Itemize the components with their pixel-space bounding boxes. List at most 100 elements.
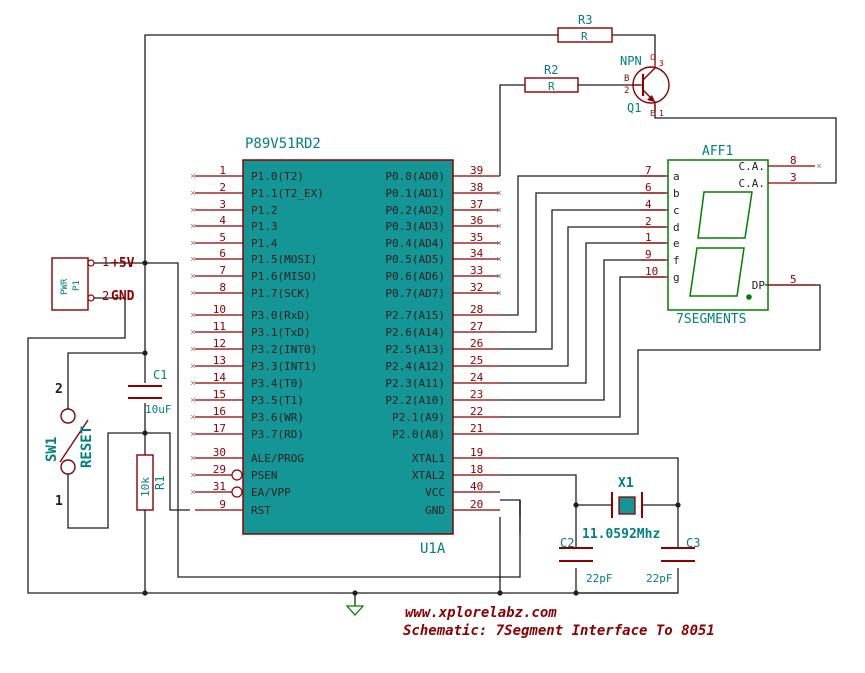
- mcu-pin-name: P0.2(AD2): [385, 204, 445, 217]
- wire-vcc-top: [144, 34, 558, 263]
- inverted-pin-icon: [231, 486, 243, 498]
- display-pin-name: d: [673, 221, 680, 234]
- mcu-pin-number: 38: [470, 181, 483, 194]
- mcu-pin-name: P0.3(AD3): [385, 220, 445, 233]
- mcu-pin-number: 21: [470, 422, 483, 435]
- mcu-pin-name: P3.7(RD): [251, 428, 304, 441]
- resistor-r1-value: 10k: [139, 477, 152, 497]
- resistor-r3-ref: R3: [578, 13, 592, 27]
- mcu-pin-number: 4: [219, 214, 226, 227]
- no-connect-icon: ×: [190, 271, 196, 282]
- no-connect-icon: ×: [190, 171, 196, 182]
- mcu-pin-number: 22: [470, 405, 483, 418]
- resistor-r3-value: R: [581, 30, 588, 43]
- mcu-part-name: P89V51RD2: [245, 136, 321, 152]
- mcu-pin-number: 25: [470, 354, 483, 367]
- display-pin-name: C.A.: [739, 177, 766, 190]
- capacitor-c3-ref: C3: [686, 536, 700, 550]
- switch-value: RESET: [79, 426, 95, 468]
- mcu-pin-name: P3.4(T0): [251, 377, 304, 390]
- mcu-pin-number: 19: [470, 446, 483, 459]
- mcu-pin-number: 36: [470, 214, 483, 227]
- transistor-arrow-icon: [647, 95, 655, 102]
- mcu-pin-number: 8: [219, 281, 226, 294]
- mcu-pin-name: P2.0(A8): [392, 428, 445, 441]
- resistor-r2-body: [524, 77, 579, 93]
- transistor-pin-c-name: C: [650, 53, 655, 62]
- mcu-pin-name: XTAL1: [412, 452, 445, 465]
- junction-dot: [675, 502, 681, 508]
- power-connector-body: [51, 257, 89, 311]
- junction-dot: [573, 502, 579, 508]
- mcu-pin-name: ALE/PROG: [251, 452, 304, 465]
- capacitor-c2: [559, 547, 593, 562]
- mcu-pin-name: GND: [425, 504, 445, 517]
- transistor-pin-e-name: E: [650, 109, 655, 118]
- mcu-pin-number: 24: [470, 371, 484, 384]
- capacitor-c2-ref: C2: [560, 536, 574, 550]
- capacitor-c1-value: 10uF: [145, 403, 172, 416]
- mcu-pin-name: P0.7(AD7): [385, 287, 445, 300]
- no-connect-icon: ×: [496, 188, 502, 199]
- display-body: [667, 159, 769, 311]
- mcu-pin-name: P0.1(AD1): [385, 187, 445, 200]
- transistor-pin-b-name: B: [624, 74, 629, 84]
- resistor-r3-body: [557, 27, 613, 43]
- no-connect-icon: ×: [496, 254, 502, 265]
- mcu-pin-number: 5: [219, 231, 226, 244]
- mcu-pin-name: P1.7(SCK): [251, 287, 311, 300]
- inverted-pin-icon: [231, 469, 243, 481]
- crystal-body-icon: [618, 496, 636, 515]
- mcu-pin-name: P1.4: [251, 237, 278, 250]
- wire-r3-collector: [612, 34, 656, 60]
- crystal-x1: X1 11.0592Mhz: [582, 476, 660, 542]
- display-pin-name: e: [673, 237, 680, 250]
- mcu-pin-number: 10: [213, 303, 226, 316]
- mcu-pin-number: 13: [213, 354, 226, 367]
- mcu-pin-name: P2.4(A12): [385, 360, 445, 373]
- junction-dot: [497, 590, 503, 596]
- mcu-pin-number: 26: [470, 337, 483, 350]
- no-connect-icon: ×: [190, 470, 196, 481]
- no-connect-icon: ×: [496, 205, 502, 216]
- transistor-value: NPN: [620, 54, 642, 68]
- no-connect-icon: ×: [190, 205, 196, 216]
- power-pin2-icon: [87, 294, 95, 302]
- no-connect-icon: ×: [190, 254, 196, 265]
- mcu-pin-number: 35: [470, 231, 483, 244]
- junction-dot: [573, 590, 579, 596]
- wire-seg-b: [500, 192, 665, 333]
- mcu-pin-name: P2.2(A10): [385, 394, 445, 407]
- switch-pin2-num: 2: [55, 382, 63, 397]
- mcu-pin-number: 11: [213, 320, 226, 333]
- display-pin-name: g: [673, 271, 680, 284]
- power-connector-value: PWR: [60, 278, 70, 295]
- resistor-r3: R3 R: [557, 13, 613, 43]
- no-connect-icon: ×: [190, 487, 196, 498]
- display-pin-name: a: [673, 170, 680, 183]
- display-pin-number: 6: [645, 181, 652, 194]
- mcu-pin-name: P2.7(A15): [385, 309, 445, 322]
- switch-pin1-num: 1: [55, 494, 63, 509]
- transistor-pin-c-num: 3: [659, 59, 664, 68]
- display-pin-number: 10: [645, 265, 658, 278]
- power-pin1-num: 1: [102, 255, 109, 269]
- mcu-pin-number: 32: [470, 281, 483, 294]
- mcu-right-pins: 39P0.0(AD0)×38P0.1(AD1)×37P0.2(AD2)×36P0…: [385, 164, 502, 517]
- junction-dot: [142, 350, 148, 356]
- capacitor-c3-value: 22pF: [646, 572, 673, 585]
- wire-p00-r2: [499, 84, 525, 176]
- power-pin1-net: +5V: [111, 256, 135, 271]
- mcu-pin-name: P1.2: [251, 204, 278, 217]
- resistor-r1: 10k R1: [136, 454, 167, 511]
- wire-seg-c: [500, 209, 665, 350]
- resistor-r2-ref: R2: [544, 63, 558, 77]
- mcu-pin-name: P3.6(WR): [251, 411, 304, 424]
- wire-xtal2: [500, 474, 577, 505]
- display-value: 7SEGMENTS: [676, 312, 746, 327]
- wire-emitter-ca: [654, 104, 837, 184]
- mcu-pin-name: P1.5(MOSI): [251, 253, 317, 266]
